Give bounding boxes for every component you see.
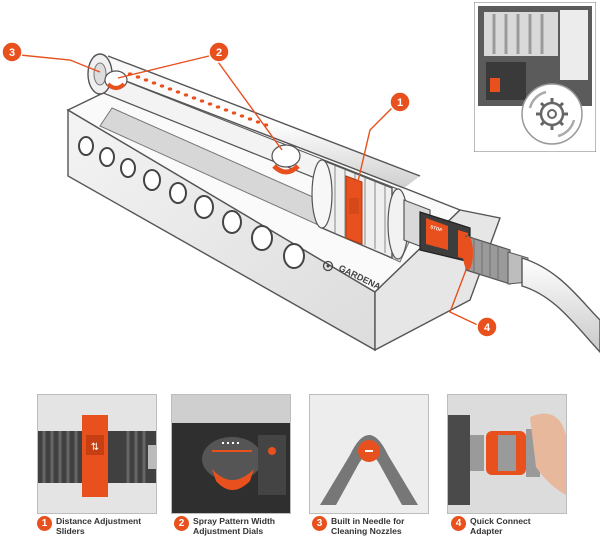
callout-lines xyxy=(19,54,485,329)
gear-rotate-icon xyxy=(528,90,576,138)
svg-text:⇅: ⇅ xyxy=(91,442,99,453)
feature-badge: 2 xyxy=(174,516,189,531)
feature-badge: 4 xyxy=(451,516,466,531)
callout-3: 3 xyxy=(1,41,23,63)
distance-slider xyxy=(345,175,363,245)
base-holes xyxy=(78,136,305,269)
thumb-spray-dial xyxy=(171,394,291,514)
thumb-distance-slider: ⇅ xyxy=(37,394,157,514)
gear-icon xyxy=(521,83,583,145)
stop-label: STOP xyxy=(430,224,443,233)
brand-logo-icon xyxy=(322,260,334,272)
svg-text:4: 4 xyxy=(484,322,491,334)
feature-title: Spray Pattern Width xyxy=(193,516,276,526)
feature-subtitle: Adapter xyxy=(470,526,503,536)
garden-hose xyxy=(521,257,600,354)
spray-dial-left xyxy=(104,70,128,90)
thumb-quick-connect xyxy=(447,394,567,514)
thumb-cleaning-needle xyxy=(309,394,429,514)
spray-dial-right xyxy=(271,144,301,175)
feature-title: Distance Adjustment xyxy=(56,516,142,526)
nozzle-row xyxy=(127,72,269,127)
quick-connect-adapter xyxy=(463,235,529,285)
feature-subtitle: Cleaning Nozzles xyxy=(331,526,402,536)
svg-text:2: 2 xyxy=(216,47,222,59)
feature-badge: 1 xyxy=(37,516,52,531)
feature-title: Built in Needle for xyxy=(331,516,405,526)
callout-4: 4 xyxy=(476,316,498,338)
svg-text:3: 3 xyxy=(9,47,15,59)
sprinkler-illustration: GARDENA xyxy=(1,41,600,354)
feature-badge: 3 xyxy=(312,516,327,531)
feature-subtitle: Adjustment Dials xyxy=(193,526,264,536)
callout-2: 2 xyxy=(208,41,230,63)
svg-text:1: 1 xyxy=(397,97,403,109)
gear-detail-inset xyxy=(474,2,596,152)
sprinkler-base xyxy=(66,79,501,352)
feature-title: Quick Connect xyxy=(470,516,531,526)
callout-1: 1 xyxy=(389,91,411,113)
feature-subtitle: Sliders xyxy=(56,526,85,536)
